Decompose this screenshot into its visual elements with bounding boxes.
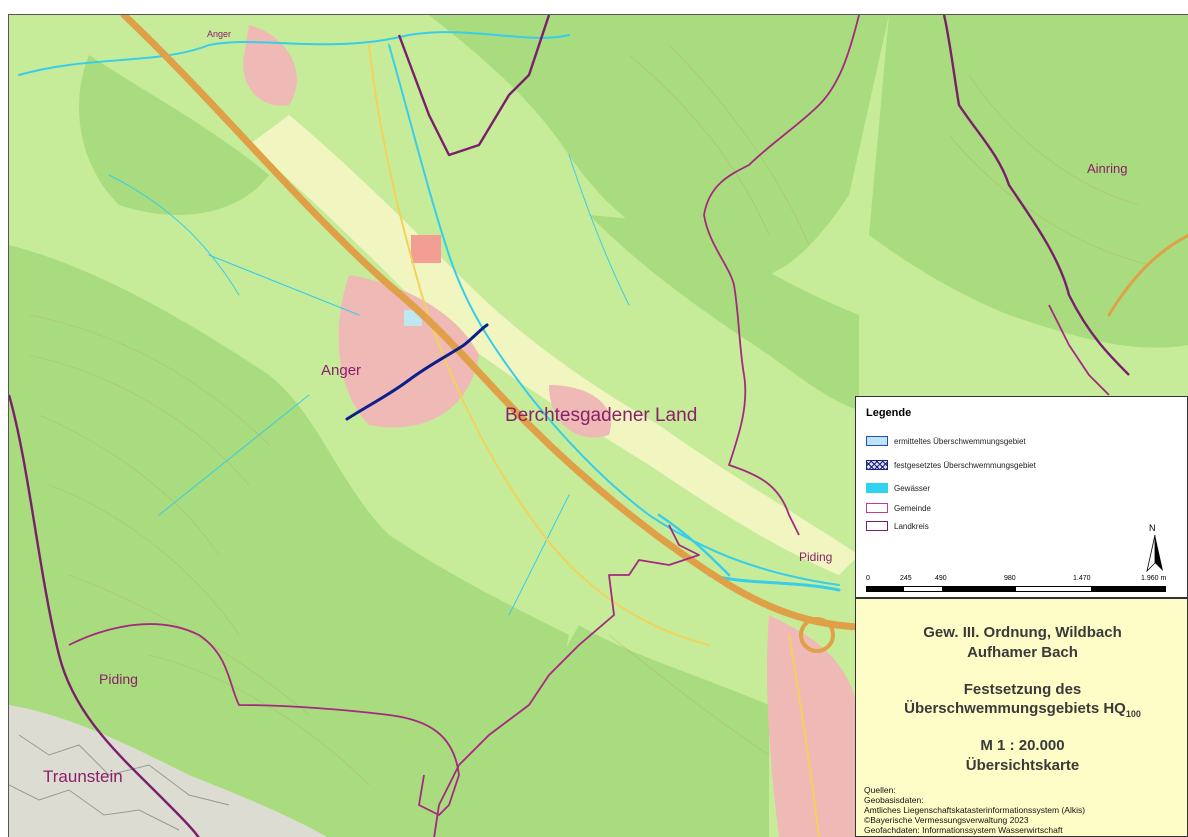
title-overview: Übersichtskarte xyxy=(965,757,1080,774)
landkreis-border xyxy=(9,15,1130,837)
legend-label: Gewässer xyxy=(894,483,931,493)
ermittelt-swatch xyxy=(866,436,888,446)
map-legend: Legende ermitteltes Überschwemmungsgebie… xyxy=(855,396,1188,598)
festgesetzt-swatch xyxy=(866,460,888,470)
scale-label: 980 xyxy=(1004,575,1016,582)
label-traunstein: Traunstein xyxy=(43,767,123,786)
gemeinde-borders xyxy=(68,15,1110,837)
north-letter: N xyxy=(1149,523,1156,533)
north-arrow-shape xyxy=(1146,535,1163,573)
label-anger: Anger xyxy=(321,362,361,379)
label-berchtesgadener-land: Berchtesgadener Land xyxy=(505,405,697,426)
source-line: ©Bayerische Vermessungsverwaltung 2023 xyxy=(864,815,1029,825)
scale-label: 245 xyxy=(900,575,912,582)
source-line: Quellen: xyxy=(864,785,896,795)
legend-label: Gemeinde xyxy=(894,503,931,513)
legend-label: ermitteltes Überschwemmungsgebiet xyxy=(894,436,1026,446)
label-ainring: Ainring xyxy=(1087,161,1127,176)
title-scale: M 1 : 20.000 xyxy=(980,737,1065,754)
scale-label: 1.470 xyxy=(1073,575,1091,582)
forest-areas xyxy=(9,15,1188,837)
label-anger-top: Anger xyxy=(207,29,231,39)
legend-title: Legende xyxy=(866,407,912,419)
motorway-junction xyxy=(799,617,835,653)
title-line-1: Gew. III. Ordnung, Wildbach xyxy=(923,624,1122,641)
title-line-3: Festsetzung des xyxy=(963,681,1082,698)
label-piding-east: Piding xyxy=(799,550,832,564)
rock-area xyxy=(9,705,328,837)
gemeinde-swatch xyxy=(866,503,888,513)
source-line: Amtliches Liegenschaftskatasterinformati… xyxy=(864,805,1086,815)
north-arrow-icon: N xyxy=(1145,523,1165,573)
legend-label: Landkreis xyxy=(894,521,929,531)
scale-bar xyxy=(866,586,1166,592)
scale-labels: 0 245 490 980 1.470 1.960 m xyxy=(856,575,1188,585)
title-hq-sub: 100 xyxy=(1125,709,1141,719)
title-line-4: Überschwemmungsgebiets HQ100 xyxy=(856,700,1187,719)
valley-floor xyxy=(249,115,859,575)
rivers xyxy=(18,31,841,616)
title-hq-main: Überschwemmungsgebiets HQ xyxy=(904,700,1126,717)
title-line-2: Aufhamer Bach xyxy=(967,644,1078,661)
scale-label: 1.960 m xyxy=(1141,575,1167,582)
settlements xyxy=(243,25,859,837)
source-line: Geofachdaten: Informationssystem Wasserw… xyxy=(864,825,1063,835)
label-piding-west: Piding xyxy=(99,671,138,687)
legend-item-landkreis: Landkreis xyxy=(866,519,929,533)
scale-label: 0 xyxy=(866,575,870,582)
legend-item-ermittelt: ermitteltes Überschwemmungsgebiet xyxy=(866,434,1026,448)
legend-item-gewaesser: Gewässer xyxy=(866,481,930,495)
source-line: Geobasisdaten: xyxy=(864,795,924,805)
sources-block: Quellen: Geobasisdaten: Amtliches Liegen… xyxy=(864,785,1085,835)
roads xyxy=(368,44,1188,837)
legend-label: festgesetztes Überschwemmungsgebiet xyxy=(894,460,1036,470)
legend-item-gemeinde: Gemeinde xyxy=(866,501,931,515)
contour-lines xyxy=(28,44,1150,786)
landkreis-swatch xyxy=(866,521,888,531)
motorway-a8 xyxy=(120,15,863,631)
legend-item-festgesetzt: festgesetztes Überschwemmungsgebiet xyxy=(866,458,1036,472)
gewaesser-swatch xyxy=(866,483,888,493)
scale-label: 490 xyxy=(935,575,947,582)
title-block: Gew. III. Ordnung, Wildbach Aufhamer Bac… xyxy=(855,598,1188,837)
flood-area-line xyxy=(345,323,489,421)
